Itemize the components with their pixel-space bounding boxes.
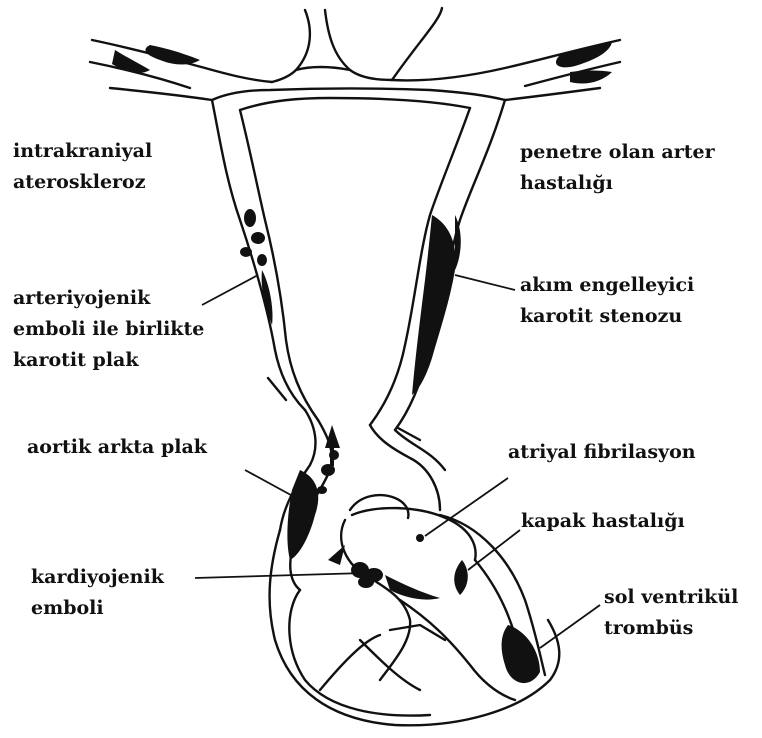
atrial-fib-dot: [416, 534, 424, 542]
aortic-arch-plaque: [287, 470, 318, 560]
embolus-arrow-heart: [328, 545, 345, 565]
carotid-plaque-left: [244, 209, 256, 227]
carotid-stenosis: [412, 215, 456, 395]
label-intracranial-atherosclerosis: intrakraniyal ateroskleroz: [13, 136, 152, 198]
label-valve-disease: kapak hastalığı: [521, 506, 685, 537]
leader-aortic-arch: [245, 470, 300, 500]
label-flow-limiting-stenosis: akım engelleyici karotit stenozu: [520, 270, 694, 332]
label-atrial-fibrillation: atriyal fibrilasyon: [508, 437, 696, 468]
intracranial-plaque-left: [145, 45, 200, 65]
label-penetrating-artery-disease: penetre olan arter hastalığı: [520, 137, 715, 199]
leader-flow-limiting: [455, 275, 515, 290]
valve-thrombus: [454, 560, 468, 595]
label-cardiogenic-embolism: kardiyojenik emboli: [31, 562, 164, 624]
intracranial-plaque-right: [556, 42, 612, 67]
leader-lv-thrombus: [540, 605, 600, 648]
leader-atrial-fib: [425, 478, 508, 536]
label-lv-thrombus: sol ventrikül trombüs: [604, 582, 738, 644]
leader-artery-to-artery: [202, 275, 258, 305]
label-artery-to-artery-embolism: arteriyojenik emboli ile birlikte karoti…: [13, 283, 204, 376]
label-aortic-arch-plaque: aortik arkta plak: [27, 432, 207, 463]
leader-cardiogenic: [195, 573, 365, 578]
